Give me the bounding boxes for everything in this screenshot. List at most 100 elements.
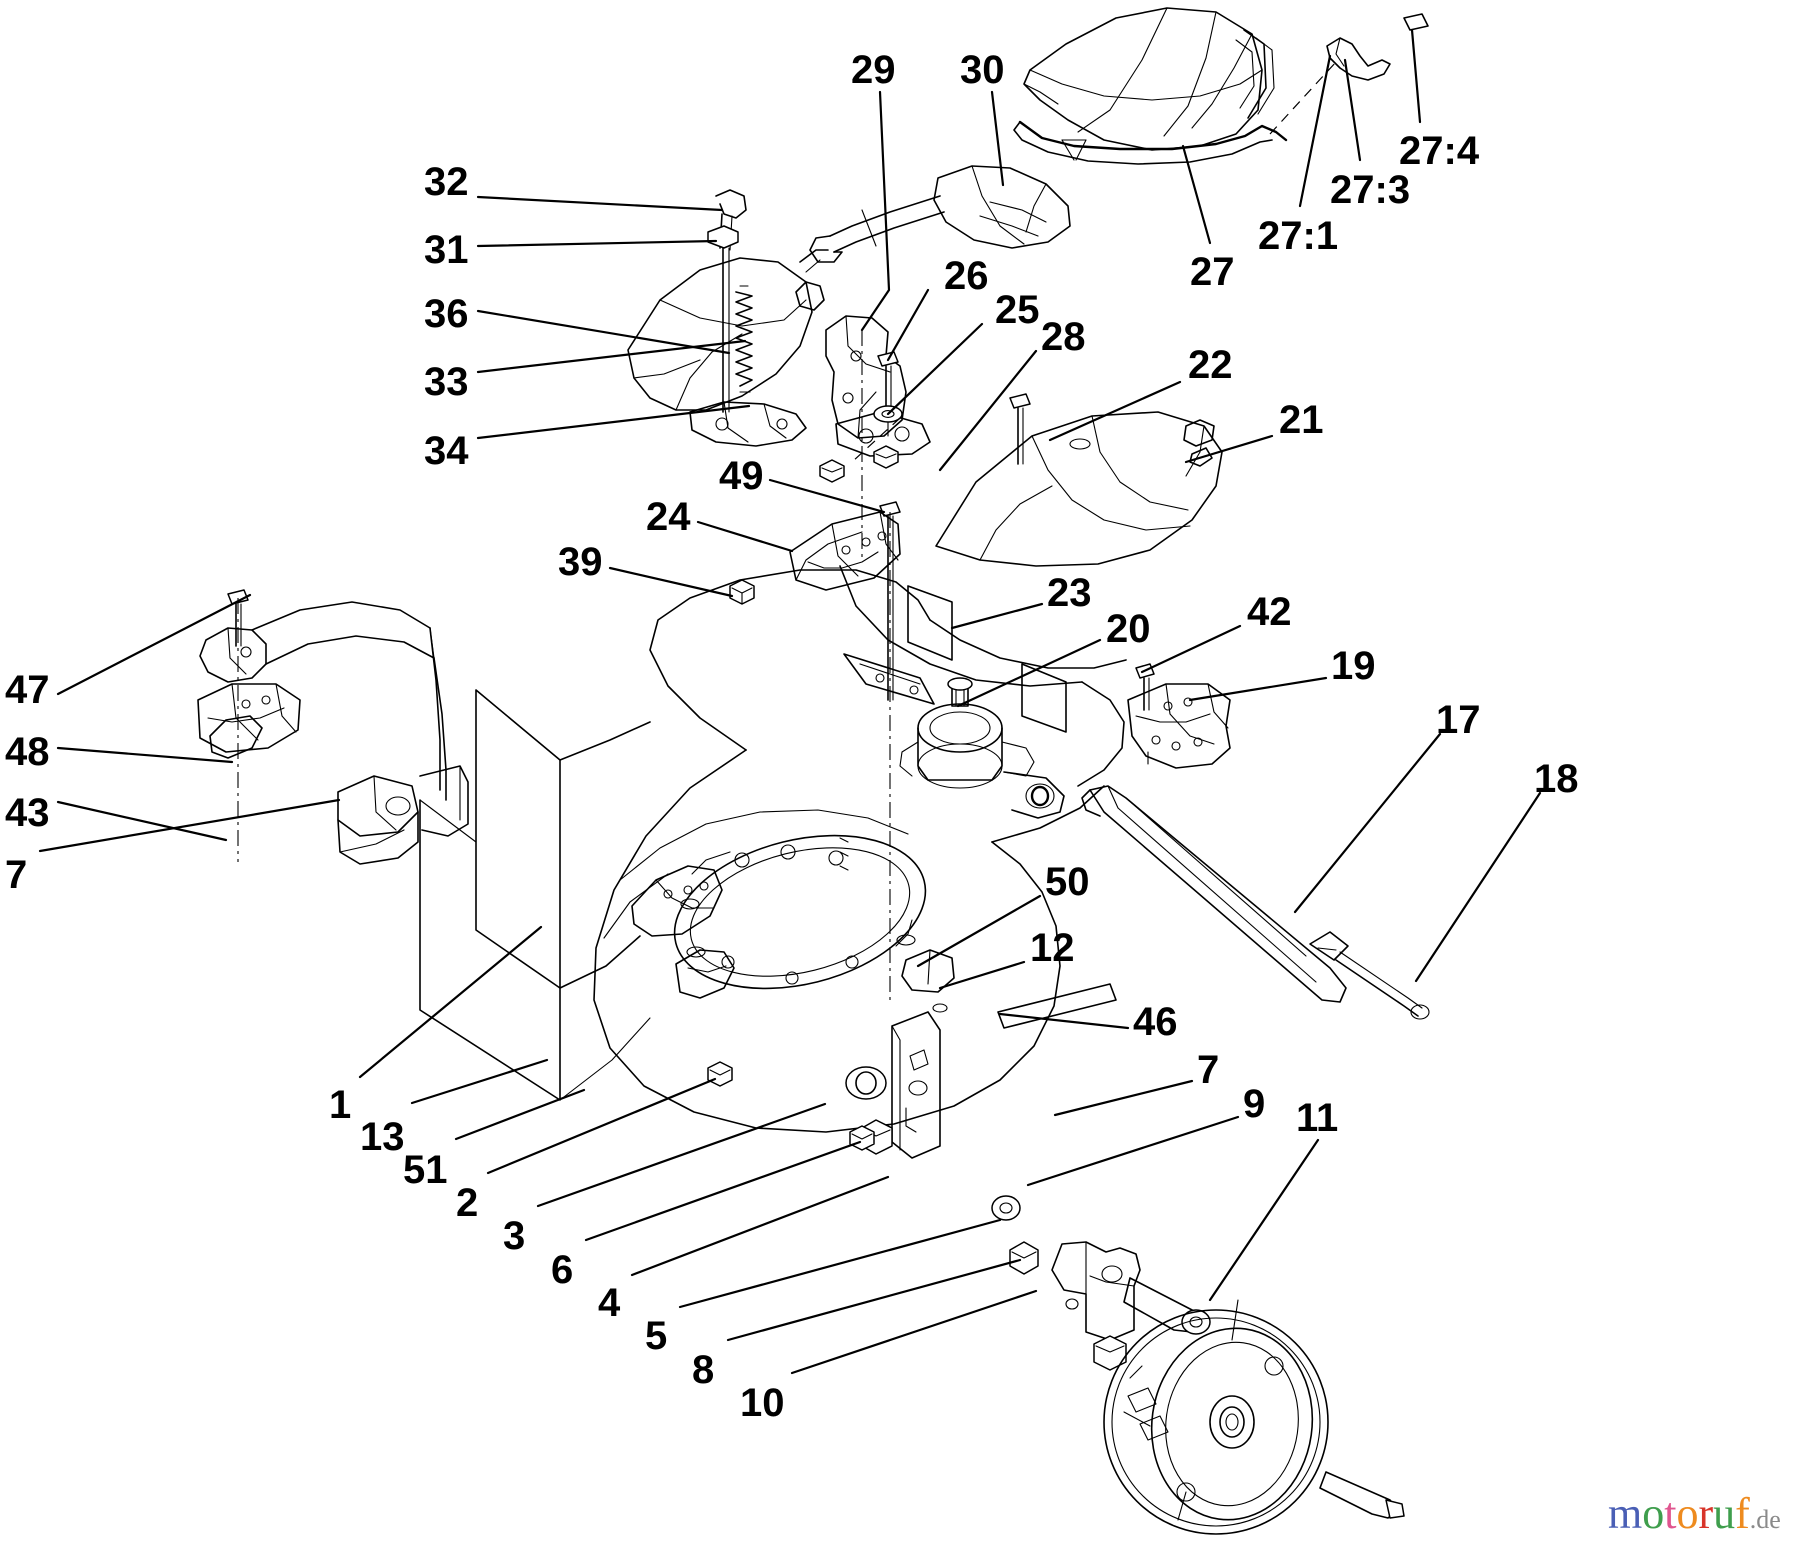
- callout-label-9: 9: [1243, 1082, 1266, 1126]
- leader-line-27-4: [1410, 28, 1422, 124]
- callout-label-6: 6: [551, 1248, 574, 1292]
- leader-line-20: [956, 638, 1102, 708]
- watermark-letter: u: [1713, 1489, 1736, 1538]
- callout-label-30: 30: [960, 48, 1005, 92]
- callout-label-47: 47: [5, 668, 50, 712]
- leader-line-27-3: [1343, 58, 1362, 162]
- callout-label-22: 22: [1188, 343, 1233, 387]
- leader-line-1: [358, 925, 543, 1079]
- leader-line-32: [476, 195, 724, 212]
- watermark-letter: o: [1642, 1489, 1665, 1538]
- callout-label-20: 20: [1106, 607, 1151, 651]
- callout-label-27: 27: [1190, 250, 1235, 294]
- leader-line-9: [1026, 1115, 1240, 1187]
- callout-label-26: 26: [944, 254, 989, 298]
- leader-line-49: [768, 478, 886, 514]
- leader-line-4: [630, 1175, 890, 1277]
- leader-line-31: [476, 239, 718, 248]
- callout-label-27-3: 27:3: [1330, 168, 1411, 212]
- watermark-letter: f: [1735, 1489, 1750, 1538]
- callout-label-13: 13: [360, 1115, 405, 1159]
- leader-line-24: [696, 520, 794, 553]
- watermark-letter: r: [1698, 1489, 1714, 1538]
- callout-label-12: 12: [1030, 926, 1075, 970]
- callout-label-27-1: 27:1: [1258, 214, 1339, 258]
- callout-label-2: 2: [456, 1181, 479, 1225]
- leader-line-33: [476, 339, 747, 374]
- callout-label-29: 29: [851, 48, 896, 92]
- callout-label-33: 33: [424, 360, 469, 404]
- callout-label-21: 21: [1279, 398, 1324, 442]
- leader-line-25: [886, 322, 984, 416]
- callout-label-1: 1: [329, 1083, 352, 1127]
- leader-line-28: [938, 349, 1038, 472]
- callout-label-32: 32: [424, 160, 469, 204]
- blade-opening-ring: [673, 834, 927, 990]
- callout-label-7: 7: [1197, 1048, 1220, 1092]
- extension-spring: [735, 285, 753, 393]
- bolt-49: [879, 501, 901, 1000]
- leader-line-7: [38, 798, 341, 853]
- callout-label-18: 18: [1534, 757, 1579, 801]
- left-upper-subassembly: [627, 189, 829, 447]
- leader-line-12: [938, 960, 1026, 990]
- callout-label-27-4: 27:4: [1399, 129, 1480, 173]
- leader-line-6: [584, 1140, 862, 1242]
- callout-label-11: 11: [1296, 1096, 1339, 1140]
- leader-line-42: [1140, 624, 1242, 674]
- watermark-letter: m: [1608, 1489, 1643, 1538]
- right-bracket-assembly: [1127, 663, 1231, 769]
- leader-line-43: [56, 800, 228, 842]
- callout-label-5: 5: [645, 1314, 668, 1358]
- callout-label-50: 50: [1045, 860, 1090, 904]
- leader-line-11: [1208, 1138, 1320, 1302]
- wheel-assembly: [707, 1061, 1405, 1535]
- leader-line-7: [1053, 1079, 1194, 1117]
- callout-label-43: 43: [5, 791, 50, 835]
- leader-line-30: [990, 90, 1005, 187]
- leader-line-47: [56, 593, 252, 696]
- leader-line-3: [536, 1102, 827, 1208]
- leader-line-5: [678, 1218, 1002, 1309]
- leader-line-8: [726, 1258, 1022, 1342]
- callout-label-49: 49: [719, 454, 764, 498]
- leader-line-10: [790, 1289, 1038, 1375]
- watermark-letter: o: [1676, 1489, 1699, 1538]
- callout-label-48: 48: [5, 730, 50, 774]
- leader-line-51: [454, 1088, 586, 1141]
- callout-label-39: 39: [558, 540, 603, 584]
- callout-label-7: 7: [5, 853, 28, 897]
- spindle-housing: [899, 677, 1035, 789]
- callout-label-19: 19: [1331, 644, 1376, 688]
- leader-line-21: [1184, 434, 1274, 464]
- callout-label-31: 31: [424, 228, 469, 272]
- leader-line-36: [476, 309, 731, 355]
- leader-line-22: [1048, 380, 1182, 442]
- leader-line-50: [916, 894, 1042, 968]
- callout-label-42: 42: [1247, 590, 1292, 634]
- watermark-letter: t: [1664, 1489, 1677, 1538]
- callout-label-46: 46: [1133, 1000, 1178, 1044]
- leader-line-46: [998, 1012, 1130, 1030]
- callout-label-10: 10: [740, 1381, 785, 1425]
- callout-label-4: 4: [598, 1281, 621, 1325]
- leader-line-23: [950, 602, 1044, 630]
- site-watermark: motoruf.de: [1608, 1492, 1781, 1536]
- callout-label-28: 28: [1041, 315, 1086, 359]
- leader-line-13: [410, 1058, 549, 1105]
- callout-label-51: 51: [403, 1148, 448, 1192]
- grass-bag-assembly: [1013, 7, 1429, 165]
- callout-label-23: 23: [1047, 571, 1092, 615]
- discharge-rod-assembly: [1081, 785, 1430, 1020]
- right-cover-assembly: [935, 393, 1223, 567]
- callout-label-17: 17: [1436, 698, 1481, 742]
- leader-line-2: [486, 1077, 717, 1175]
- callout-label-25: 25: [995, 288, 1040, 332]
- callout-label-36: 36: [424, 292, 469, 336]
- nut-39: [729, 579, 755, 605]
- callout-label-3: 3: [503, 1214, 526, 1258]
- callout-label-8: 8: [692, 1348, 715, 1392]
- watermark-suffix: .de: [1749, 1505, 1781, 1534]
